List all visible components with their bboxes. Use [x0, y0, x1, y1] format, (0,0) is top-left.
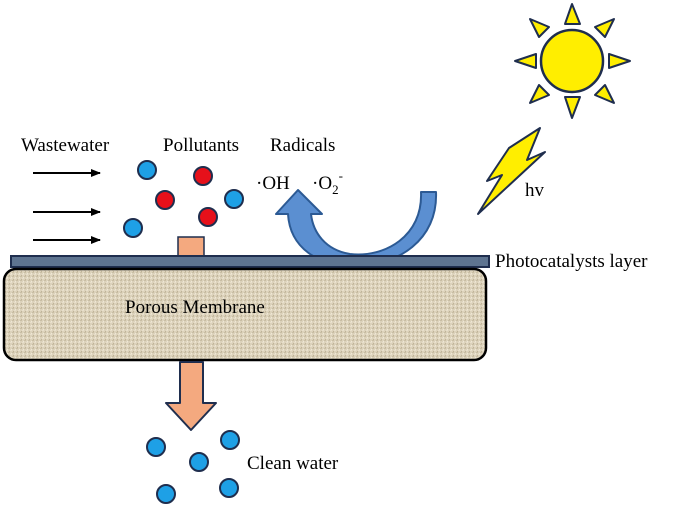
wastewater-flow-arrows [33, 169, 101, 244]
lightning-icon [477, 127, 546, 215]
hydroxyl-radical-label: ·OH [256, 173, 290, 194]
superoxide-subscript: 2 [332, 182, 339, 197]
radical-generation-arrow [275, 189, 438, 267]
radicals-label: Radicals [270, 135, 335, 156]
permeate-arrow [165, 361, 217, 431]
sun-icon [514, 3, 631, 119]
pore-channel [177, 236, 205, 257]
pollutant-particle [193, 166, 213, 186]
water-molecule [224, 189, 244, 209]
hv-label: hv [525, 180, 545, 201]
photocatalysts-layer-label: Photocatalysts layer [495, 251, 648, 272]
clean-water-particles [146, 430, 240, 504]
superoxide-base: ·O [312, 173, 332, 194]
porous-membrane-label: Porous Membrane [125, 297, 265, 318]
water-molecule [123, 218, 143, 238]
wastewater-label: Wastewater [21, 135, 110, 156]
water-molecule [220, 430, 240, 450]
pollutant-particle [155, 190, 175, 210]
superoxide-radical-label: ·O2- [312, 168, 343, 197]
water-molecule [219, 478, 239, 498]
water-molecule [189, 452, 209, 472]
water-molecule [156, 484, 176, 504]
pollutant-particle [198, 207, 218, 227]
water-molecule [146, 437, 166, 457]
clean-water-label: Clean water [247, 453, 339, 474]
feed-particles [123, 160, 244, 238]
photocatalyst-layer [10, 255, 490, 268]
porous-membrane [2, 267, 488, 362]
water-molecule [137, 160, 157, 180]
superoxide-superscript: - [339, 168, 343, 183]
pollutants-label: Pollutants [163, 135, 239, 156]
